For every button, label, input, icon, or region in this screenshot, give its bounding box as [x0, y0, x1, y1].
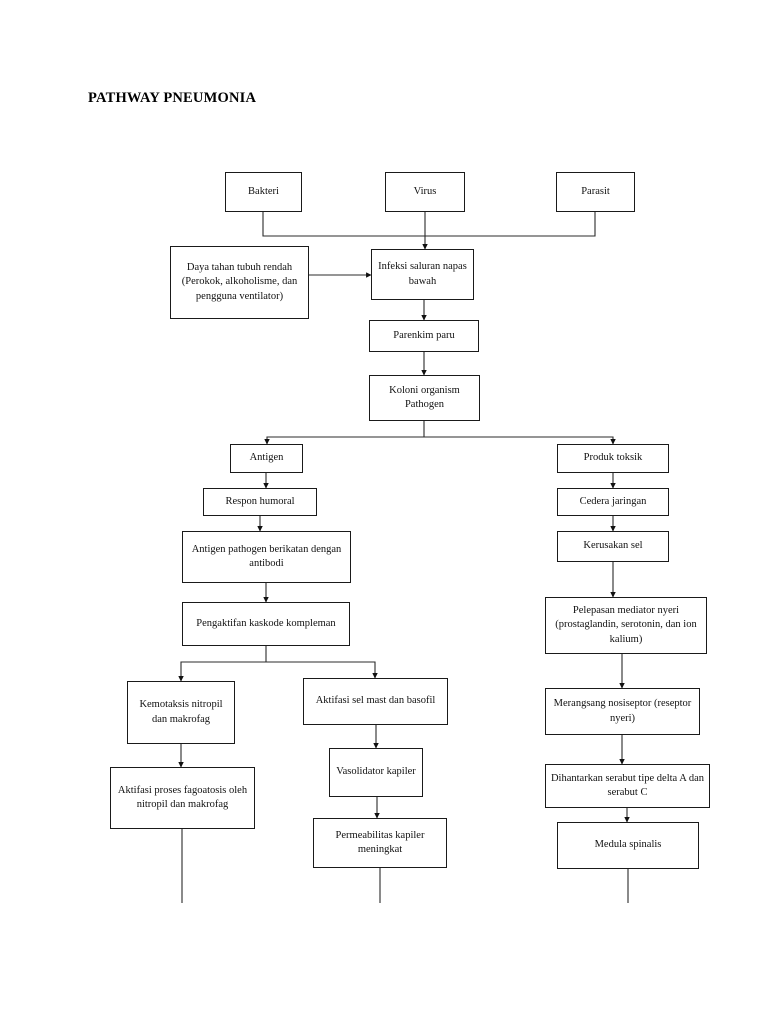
node-parenkim-paru[interactable]: Parenkim paru — [369, 320, 479, 352]
node-label: Antigen pathogen berikatan dengan antibo… — [191, 543, 342, 569]
node-vasolidator-kapiler[interactable]: Vasolidator kapiler — [329, 748, 423, 797]
node-label: Produk toksik — [583, 452, 643, 464]
node-antigen-pathogen-berikatan[interactable]: Antigen pathogen berikatan dengan antibo… — [182, 531, 351, 583]
node-respon-humoral[interactable]: Respon humoral — [203, 488, 317, 516]
edge-parasit-bus — [425, 212, 596, 237]
node-bakteri[interactable]: Bakteri — [225, 172, 302, 212]
node-label: Antigen — [249, 452, 284, 464]
node-label: Merangsang nosiseptor (reseptor nyeri) — [553, 698, 692, 724]
node-label: Pelepasan mediator nyeri (prostaglandin,… — [555, 604, 697, 645]
node-infeksi-saluran-napas[interactable]: Infeksi saluran napas bawah — [371, 249, 474, 300]
page-title: PATHWAY PNEUMONIA — [88, 90, 257, 106]
node-label: Parenkim paru — [393, 329, 455, 341]
node-kemotaksis-nitropil-makrofag[interactable]: Kemotaksis nitropil dan makrofag — [127, 681, 235, 744]
node-aktifasi-proses-fagositosis[interactable]: Aktifasi proses fagoatosis oleh nitropil… — [110, 767, 255, 829]
node-label: Cedera jaringan — [579, 495, 647, 507]
edge-koloni-bus — [264, 421, 425, 445]
node-koloni-organism-pathogen[interactable]: Koloni organism Pathogen — [369, 375, 480, 421]
edge-koloni-bus-right — [424, 436, 616, 445]
node-medula-spinalis[interactable]: Medula spinalis — [557, 822, 699, 869]
node-pelepasan-mediator-nyeri[interactable]: Pelepasan mediator nyeri (prostaglandin,… — [545, 597, 707, 654]
node-parasit[interactable]: Parasit — [556, 172, 635, 212]
edge-kaskode-bus-left — [178, 646, 267, 682]
node-antigen[interactable]: Antigen — [230, 444, 303, 473]
node-dihantarkan-serabut[interactable]: Dihantarkan serabut tipe delta A dan ser… — [545, 764, 710, 808]
node-daya-tahan-tubuh[interactable]: Daya tahan tubuh rendah (Perokok, alkoho… — [170, 246, 309, 319]
node-label: Kemotaksis nitropil dan makrofag — [139, 699, 223, 725]
node-label: Medula spinalis — [594, 839, 662, 851]
node-label: Respon humoral — [225, 495, 295, 507]
node-label: Daya tahan tubuh rendah (Perokok, alkoho… — [181, 261, 298, 302]
node-label: Parasit — [581, 185, 610, 197]
node-permeabilitas-kapiler-meningkat[interactable]: Permeabilitas kapiler meningkat — [313, 818, 447, 868]
node-pengaktifan-kaskode-kompleman[interactable]: Pengaktifan kaskode kompleman — [182, 602, 350, 646]
node-label: Koloni organism Pathogen — [389, 384, 460, 410]
node-virus[interactable]: Virus — [385, 172, 465, 212]
node-label: Kerusakan sel — [583, 540, 643, 552]
node-label: Pengaktifan kaskode kompleman — [196, 617, 336, 629]
node-label: Vasolidator kapiler — [336, 766, 416, 778]
edge-bakteri-bus — [262, 212, 425, 237]
node-kerusakan-sel[interactable]: Kerusakan sel — [557, 531, 669, 562]
node-cedera-jaringan[interactable]: Cedera jaringan — [557, 488, 669, 516]
node-label: Permeabilitas kapiler meningkat — [335, 829, 425, 855]
node-label: Dihantarkan serabut tipe delta A dan ser… — [550, 772, 705, 798]
edge-kaskode-bus-right — [266, 661, 378, 679]
node-label: Aktifasi proses fagoatosis oleh nitropil… — [117, 784, 248, 810]
node-merangsang-nosiseptor[interactable]: Merangsang nosiseptor (reseptor nyeri) — [545, 688, 700, 735]
node-label: Virus — [413, 185, 437, 197]
node-produk-toksik[interactable]: Produk toksik — [557, 444, 669, 473]
node-label: Aktifasi sel mast dan basofil — [315, 695, 436, 707]
node-label: Bakteri — [248, 185, 279, 197]
node-label: Infeksi saluran napas bawah — [378, 261, 467, 287]
node-aktifasi-sel-mast-basofil[interactable]: Aktifasi sel mast dan basofil — [303, 678, 448, 725]
